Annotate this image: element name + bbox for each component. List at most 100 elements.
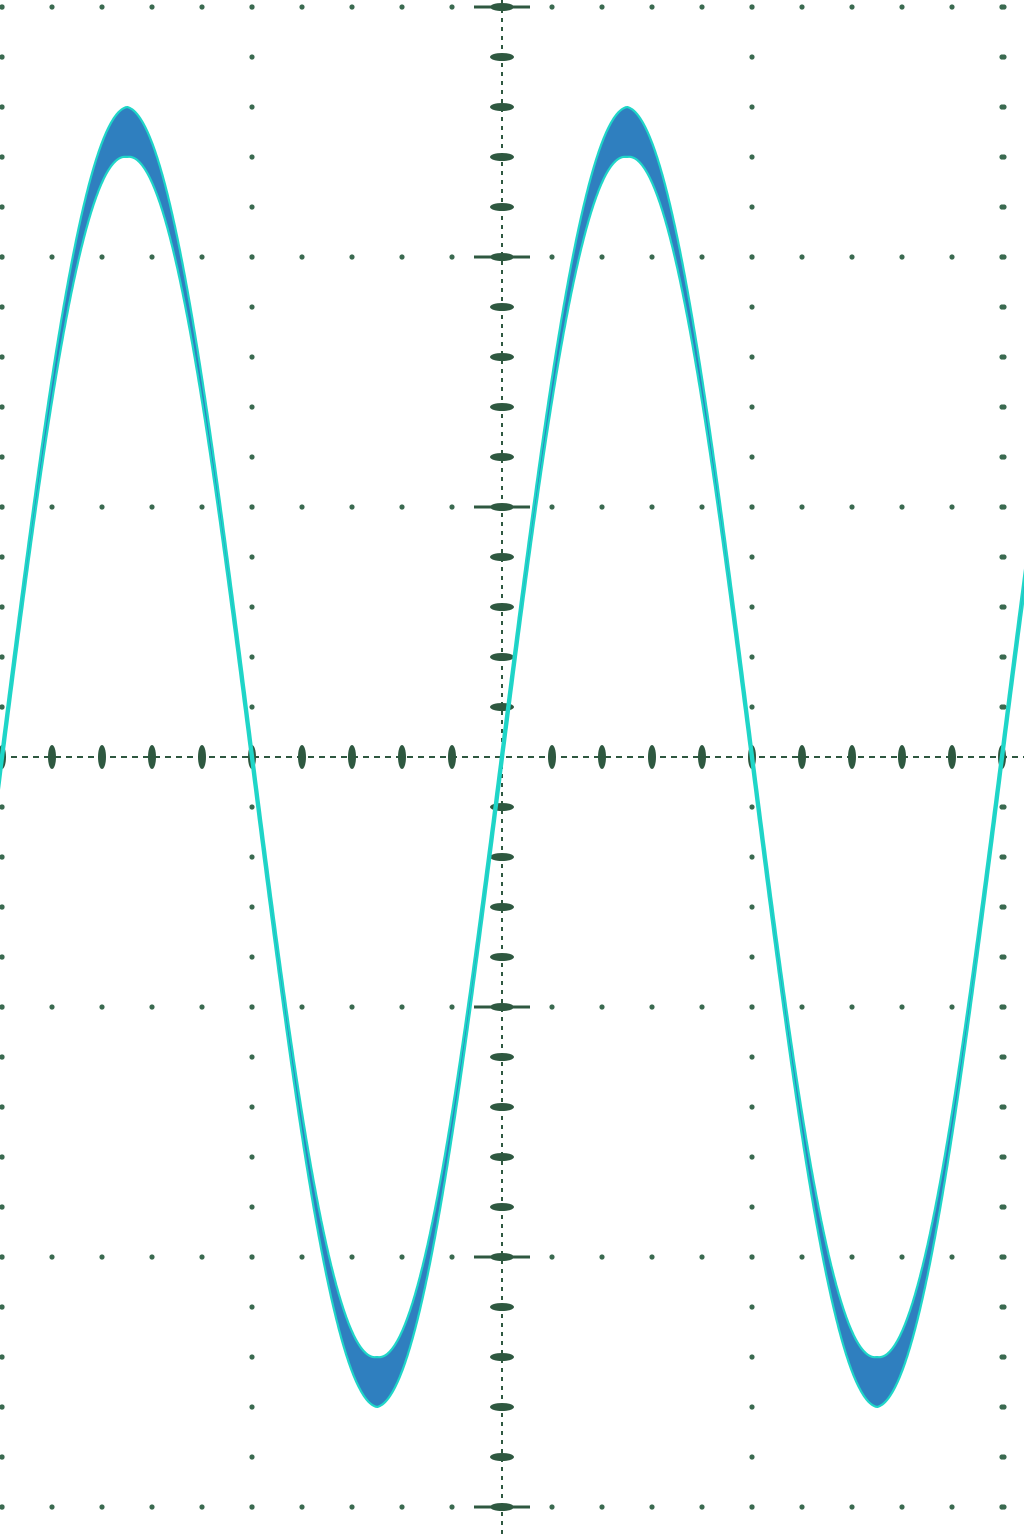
grid-dot xyxy=(349,1504,355,1510)
grid-dot xyxy=(899,1004,905,1010)
grid-dot xyxy=(249,1054,255,1060)
grid-dot xyxy=(99,4,105,10)
sine-wave-trace-0 xyxy=(0,106,1024,1408)
grid-dot xyxy=(249,504,255,510)
grid-dot xyxy=(649,1504,655,1510)
grid-dot xyxy=(749,604,755,610)
grid-dot xyxy=(99,504,105,510)
grid-dot xyxy=(449,254,455,260)
grid-dot xyxy=(0,1454,5,1460)
grid-dot xyxy=(0,1254,5,1260)
grid-dot xyxy=(249,1504,255,1510)
grid-dot xyxy=(249,304,255,310)
grid-dot xyxy=(0,204,5,210)
grid-dot xyxy=(349,1004,355,1010)
y-axis-minor-tick xyxy=(490,1353,514,1361)
grid-dot xyxy=(899,1504,905,1510)
grid-dot xyxy=(0,554,5,560)
grid-dot xyxy=(349,504,355,510)
x-axis-minor-tick xyxy=(148,745,156,769)
grid-dot xyxy=(0,1204,5,1210)
grid-dot xyxy=(249,1254,255,1260)
grid-dot xyxy=(599,4,605,10)
grid-dot xyxy=(49,1254,55,1260)
grid-dot xyxy=(49,1504,55,1510)
grid-dot xyxy=(1001,854,1007,860)
grid-dot xyxy=(249,154,255,160)
grid-dot xyxy=(349,4,355,10)
grid-dot xyxy=(249,4,255,10)
grid-dot xyxy=(0,1504,5,1510)
grid-dot xyxy=(1001,54,1007,60)
grid-dot xyxy=(599,254,605,260)
grid-dot xyxy=(249,1104,255,1110)
grid-dot xyxy=(1001,404,1007,410)
grid-dot xyxy=(699,4,705,10)
grid-dot xyxy=(799,4,805,10)
grid-dot xyxy=(0,354,5,360)
grid-dot xyxy=(949,4,955,10)
grid-dot xyxy=(599,504,605,510)
y-axis-minor-tick xyxy=(490,1403,514,1411)
grid-dot xyxy=(99,254,105,260)
grid-dot xyxy=(0,904,5,910)
grid-dot xyxy=(749,1054,755,1060)
grid-dot xyxy=(549,1254,555,1260)
grid-dot xyxy=(249,1004,255,1010)
grid-dot xyxy=(449,1254,455,1260)
grid-dot xyxy=(249,704,255,710)
grid-dot xyxy=(1001,254,1007,260)
grid-dot xyxy=(249,1404,255,1410)
x-axis-minor-tick xyxy=(448,745,456,769)
grid-dot xyxy=(749,1354,755,1360)
y-axis-minor-tick xyxy=(490,1453,514,1461)
grid-dot xyxy=(699,1004,705,1010)
grid-dot xyxy=(149,1504,155,1510)
grid-dot xyxy=(899,254,905,260)
grid-dot xyxy=(0,854,5,860)
y-axis-minor-tick xyxy=(490,653,514,661)
grid-dot xyxy=(1001,1304,1007,1310)
grid-dot xyxy=(399,1254,405,1260)
grid-dot xyxy=(249,454,255,460)
grid-dot xyxy=(749,1204,755,1210)
grid-dot xyxy=(449,1004,455,1010)
x-axis-minor-tick xyxy=(648,745,656,769)
grid-dot xyxy=(249,1204,255,1210)
x-axis-minor-tick xyxy=(898,745,906,769)
grid-dot xyxy=(549,1504,555,1510)
grid-dot xyxy=(799,1504,805,1510)
grid-dot xyxy=(399,1504,405,1510)
grid-dot xyxy=(49,4,55,10)
x-axis-minor-tick xyxy=(698,745,706,769)
grid-dot xyxy=(749,1454,755,1460)
grid-dot xyxy=(0,604,5,610)
grid-dot xyxy=(449,4,455,10)
grid-dot xyxy=(899,1254,905,1260)
grid-dot xyxy=(699,504,705,510)
grid-dot xyxy=(749,1154,755,1160)
grid-dot xyxy=(649,504,655,510)
grid-dot xyxy=(1001,1454,1007,1460)
grid-dot xyxy=(849,1004,855,1010)
grid-dot xyxy=(299,4,305,10)
grid-dot xyxy=(0,504,5,510)
grid-dot xyxy=(849,1504,855,1510)
y-axis-minor-tick xyxy=(490,1103,514,1111)
grid-dot xyxy=(749,454,755,460)
y-axis-minor-tick xyxy=(490,53,514,61)
grid-dot xyxy=(0,254,5,260)
grid-dot xyxy=(1001,454,1007,460)
x-axis-minor-tick xyxy=(598,745,606,769)
grid-dot xyxy=(0,304,5,310)
grid-dot xyxy=(149,1254,155,1260)
grid-dot xyxy=(1001,304,1007,310)
grid-dot xyxy=(449,1504,455,1510)
grid-dot xyxy=(349,254,355,260)
grid-dot xyxy=(749,554,755,560)
grid-dot xyxy=(399,254,405,260)
grid-dot xyxy=(799,1004,805,1010)
grid-dot xyxy=(99,1254,105,1260)
